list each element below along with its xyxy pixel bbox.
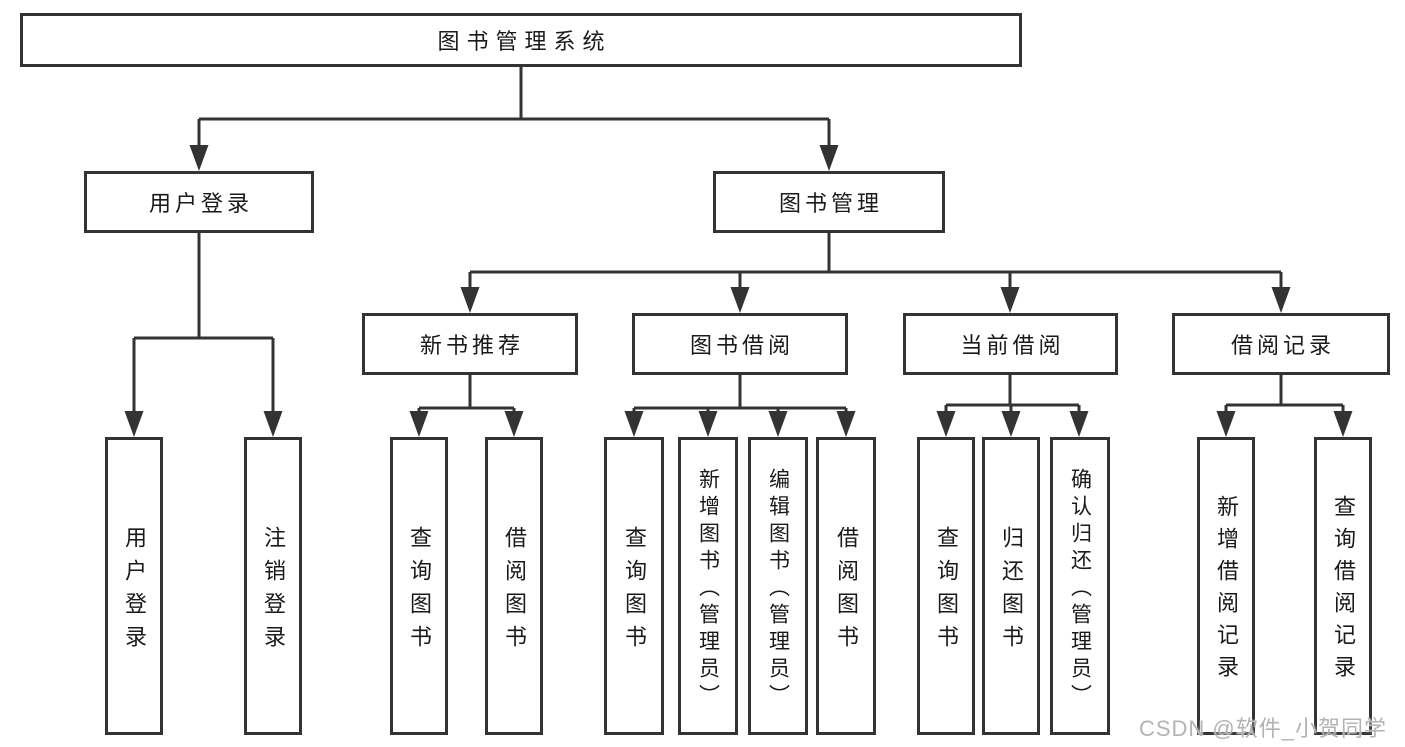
node-book-borrowing: 图书借阅 — [632, 313, 848, 375]
node-current-borrowing-label: 当前借阅 — [960, 333, 1065, 358]
node-user-login-label: 用户登录 — [148, 191, 253, 216]
leaf-current-query-books-label: 查询图书 — [934, 525, 959, 658]
leaf-confirm-return-admin: 确认归还（管理员） — [1050, 437, 1110, 735]
watermark: CSDN @软件_小贺同学 — [1138, 716, 1387, 741]
node-book-borrowing-label: 图书借阅 — [689, 333, 794, 358]
leaf-recommend-borrow-books-label: 借阅图书 — [502, 525, 527, 658]
node-new-book-recommend-label: 新书推荐 — [419, 333, 524, 358]
leaf-query-borrow-record: 查询借阅记录 — [1314, 437, 1372, 735]
leaf-recommend-query-books-label: 查询图书 — [407, 525, 432, 658]
leaf-add-borrow-record-label: 新增借阅记录 — [1214, 495, 1239, 687]
leaf-logout: 注销登录 — [244, 437, 302, 735]
node-borrowing-records-label: 借阅记录 — [1230, 333, 1335, 358]
leaf-edit-books-admin-label: 编辑图书（管理员） — [766, 467, 790, 711]
leaf-return-books: 归还图书 — [982, 437, 1040, 735]
leaf-borrowing-query-books-label: 查询图书 — [622, 525, 647, 658]
node-user-login: 用户登录 — [84, 171, 314, 233]
leaf-recommend-query-books: 查询图书 — [390, 437, 448, 735]
leaf-borrowing-borrow-books-label: 借阅图书 — [834, 525, 859, 658]
node-book-management: 图书管理 — [713, 171, 945, 233]
leaf-logout-label: 注销登录 — [261, 525, 286, 658]
node-root-label: 图书管理系统 — [437, 29, 612, 54]
leaf-borrowing-borrow-books: 借阅图书 — [816, 437, 876, 735]
node-root: 图书管理系统 — [20, 13, 1022, 67]
leaf-borrowing-query-books: 查询图书 — [604, 437, 664, 735]
leaf-add-borrow-record: 新增借阅记录 — [1197, 437, 1255, 735]
node-new-book-recommend: 新书推荐 — [362, 313, 578, 375]
leaf-recommend-borrow-books: 借阅图书 — [485, 437, 543, 735]
leaf-add-books-admin: 新增图书（管理员） — [678, 437, 738, 735]
leaf-confirm-return-admin-label: 确认归还（管理员） — [1068, 467, 1092, 711]
leaf-current-query-books: 查询图书 — [917, 437, 975, 735]
leaf-user-login-label: 用户登录 — [122, 525, 147, 658]
leaf-user-login: 用户登录 — [105, 437, 163, 735]
arrowheads — [124, 145, 1353, 437]
node-current-borrowing: 当前借阅 — [903, 313, 1118, 375]
node-borrowing-records: 借阅记录 — [1172, 313, 1390, 375]
leaf-query-borrow-record-label: 查询借阅记录 — [1331, 495, 1356, 687]
leaf-edit-books-admin: 编辑图书（管理员） — [748, 437, 808, 735]
leaf-add-books-admin-label: 新增图书（管理员） — [696, 467, 720, 711]
node-book-management-label: 图书管理 — [778, 191, 883, 216]
leaf-return-books-label: 归还图书 — [999, 525, 1024, 658]
